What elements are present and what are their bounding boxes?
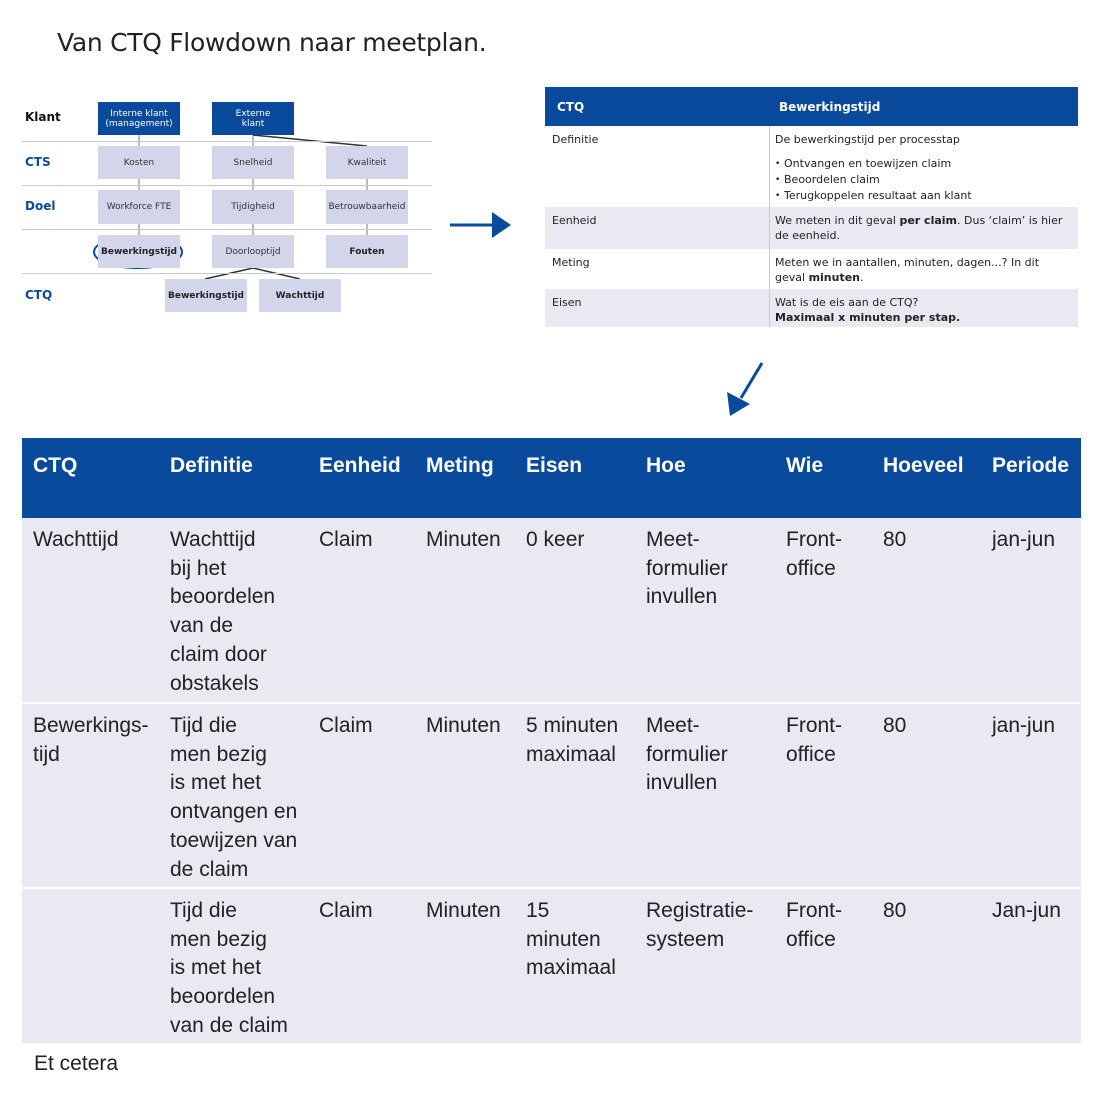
ctq-detail-table: CTQ Bewerkingstijd Definitie De bewerkin… xyxy=(545,87,1078,327)
detail-row-eisen: Eisen Wat is de eis aan de CTQ? Maximaal … xyxy=(545,289,1078,327)
cell-eisen: 0 keer xyxy=(526,528,585,551)
list-item: Ontvangen en toewijzen claim xyxy=(775,156,1070,172)
cell-hoe: Meet- formulier invullen xyxy=(646,528,728,609)
box-kosten: Kosten xyxy=(98,146,180,179)
detail-value-bold: Maximaal x minuten per stap. xyxy=(775,311,961,324)
divider xyxy=(22,229,432,230)
detail-value-bold: minuten xyxy=(808,271,861,284)
meetplan-table: CTQ Definitie Eenheid Meting Eisen Hoe W… xyxy=(22,438,1081,1043)
col-header-eisen: Eisen xyxy=(526,454,583,477)
box-betrouwbaarheid: Betrouwbaarheid xyxy=(326,190,408,224)
detail-value: Wat is de eis aan de CTQ? Maximaal x minu… xyxy=(775,295,1070,325)
cell-periode: jan-jun xyxy=(992,528,1056,551)
col-header-periode: Periode xyxy=(992,454,1070,477)
box-externe-klant: Externe klant xyxy=(212,102,294,135)
divider xyxy=(22,141,432,142)
box-ctq-wachttijd: Wachttijd xyxy=(259,279,341,312)
detail-bullet-list: Ontvangen en toewijzen claim Beoordelen … xyxy=(775,156,1070,204)
detail-value-bold: per claim xyxy=(899,214,958,227)
cell-hoe: Registratie- systeem xyxy=(646,899,754,951)
col-header-eenheid: Eenheid xyxy=(319,454,401,477)
col-header-hoeveel: Hoeveel xyxy=(883,454,964,477)
cell-definitie: Wachttijd bij het beoordelen van de clai… xyxy=(170,528,276,695)
cell-eisen: 5 minuten maximaal xyxy=(526,714,619,766)
detail-key: Definitie xyxy=(552,133,599,146)
cell-hoeveel: 80 xyxy=(883,528,907,551)
cell-eenheid: Claim xyxy=(319,528,373,551)
cell-hoeveel: 80 xyxy=(883,899,907,922)
cell-hoeveel: 80 xyxy=(883,714,907,737)
detail-value-text: . xyxy=(860,271,864,284)
col-header-wie: Wie xyxy=(786,454,824,477)
detail-value-text: Meten we in aantallen, minuten, dagen...… xyxy=(775,256,1040,284)
divider xyxy=(22,185,432,186)
detail-value-text: We meten in dit geval xyxy=(775,214,900,227)
col-header-hoe: Hoe xyxy=(646,454,686,477)
detail-row-eenheid: Eenheid We meten in dit geval per claim.… xyxy=(545,207,1078,249)
meetplan-header: CTQ Definitie Eenheid Meting Eisen Hoe W… xyxy=(22,438,1081,518)
cell-wie: Front- office xyxy=(786,528,843,580)
cell-ctq: Wachttijd xyxy=(33,528,119,551)
box-ctq-bewerkingstijd: Bewerkingstijd xyxy=(165,279,247,312)
page-title: Van CTQ Flowdown naar meetplan. xyxy=(57,28,487,57)
row-label-ctq: CTQ xyxy=(25,288,53,302)
row-label-doel: Doel xyxy=(25,199,56,213)
list-item: Terugkoppelen resultaat aan klant xyxy=(775,188,1070,204)
box-interne-klant: Interne klant (management) xyxy=(98,102,180,135)
detail-key: Eenheid xyxy=(552,214,597,227)
cell-periode: jan-jun xyxy=(992,714,1056,737)
cell-ctq: Bewerkings- tijd xyxy=(33,714,149,766)
list-item: Beoordelen claim xyxy=(775,172,1070,188)
row-label-cts: CTS xyxy=(25,155,51,169)
table-row: Wachttijd Wachttijd bij het beoordelen v… xyxy=(22,518,1081,702)
cell-eisen: 15 minuten maximaal xyxy=(526,899,616,980)
col-header-ctq: CTQ xyxy=(33,454,78,477)
detail-header-ctq: CTQ xyxy=(557,100,585,114)
detail-row-definitie: Definitie De bewerkingstijd per processt… xyxy=(545,126,1078,207)
cell-wie: Front- office xyxy=(786,899,843,951)
detail-key: Meting xyxy=(552,256,590,269)
cell-meting: Minuten xyxy=(426,714,501,737)
cell-eenheid: Claim xyxy=(319,714,373,737)
box-fouten: Fouten xyxy=(326,235,408,268)
detail-value-text: . Dus ‘claim’ is hier de eenheid. xyxy=(775,214,1063,242)
cell-wie: Front- office xyxy=(786,714,843,766)
detail-value: Meten we in aantallen, minuten, dagen...… xyxy=(775,255,1070,285)
col-header-definitie: Definitie xyxy=(170,454,253,477)
detail-value-text: De bewerkingstijd per processtap xyxy=(775,133,960,146)
ctq-flowdown-diagram: Klant CTS Doel CTQ Interne klant (manage… xyxy=(0,0,440,330)
detail-value: De bewerkingstijd per processtap Ontvang… xyxy=(775,132,1070,204)
cell-periode: Jan-jun xyxy=(992,899,1061,922)
col-header-meting: Meting xyxy=(426,454,494,477)
detail-table-header: CTQ Bewerkingstijd xyxy=(545,87,1078,126)
table-row: Bewerkings- tijd Tijd die men bezig is m… xyxy=(22,704,1081,887)
box-kwaliteit: Kwaliteit xyxy=(326,146,408,179)
row-label-klant: Klant xyxy=(25,110,61,124)
detail-header-bewerkingstijd: Bewerkingstijd xyxy=(779,100,881,114)
footer-et-cetera: Et cetera xyxy=(34,1052,119,1075)
detail-row-meting: Meting Meten we in aantallen, minuten, d… xyxy=(545,249,1078,289)
detail-key: Eisen xyxy=(552,296,582,309)
arrow-down-left-icon xyxy=(727,362,764,416)
box-doorlooptijd: Doorlooptijd xyxy=(212,235,294,268)
cell-definitie: Tijd die men bezig is met het ontvangen … xyxy=(170,714,298,881)
box-bewerkingstijd: Bewerkingstijd xyxy=(98,235,180,268)
box-workforce-fte: Workforce FTE xyxy=(98,190,180,224)
cell-definitie: Tijd die men bezig is met het beoordelen… xyxy=(170,899,288,1037)
cell-hoe: Meet- formulier invullen xyxy=(646,714,728,795)
table-row: Tijd die men bezig is met het beoordelen… xyxy=(22,889,1081,1043)
cell-meting: Minuten xyxy=(426,899,501,922)
divider xyxy=(22,273,432,274)
box-tijdigheid: Tijdigheid xyxy=(212,190,294,224)
box-snelheid: Snelheid xyxy=(212,146,294,179)
detail-value: We meten in dit geval per claim. Dus ‘cl… xyxy=(775,213,1070,243)
cell-eenheid: Claim xyxy=(319,899,373,922)
arrow-right-icon xyxy=(450,212,511,238)
cell-meting: Minuten xyxy=(426,528,501,551)
detail-value-text: Wat is de eis aan de CTQ? xyxy=(775,296,919,309)
